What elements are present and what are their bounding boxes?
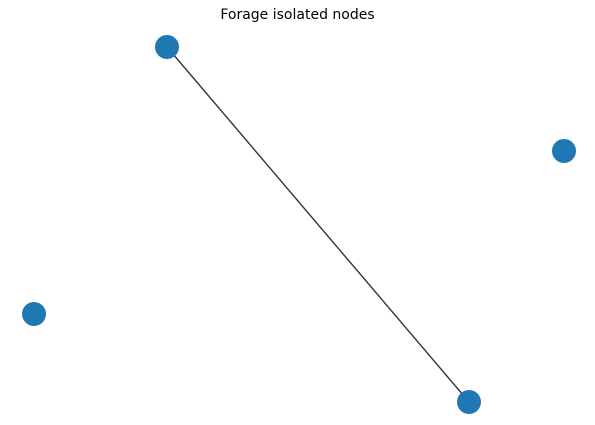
edges-layer	[166, 46, 470, 403]
graph-node-4	[457, 390, 481, 414]
figure-title: Forage isolated nodes	[220, 7, 375, 23]
graph-node-2	[552, 139, 576, 163]
nodes-layer	[22, 35, 576, 414]
graph-node-3	[22, 302, 46, 326]
graph-edge-1	[166, 46, 470, 403]
graph-node-1	[155, 35, 179, 59]
